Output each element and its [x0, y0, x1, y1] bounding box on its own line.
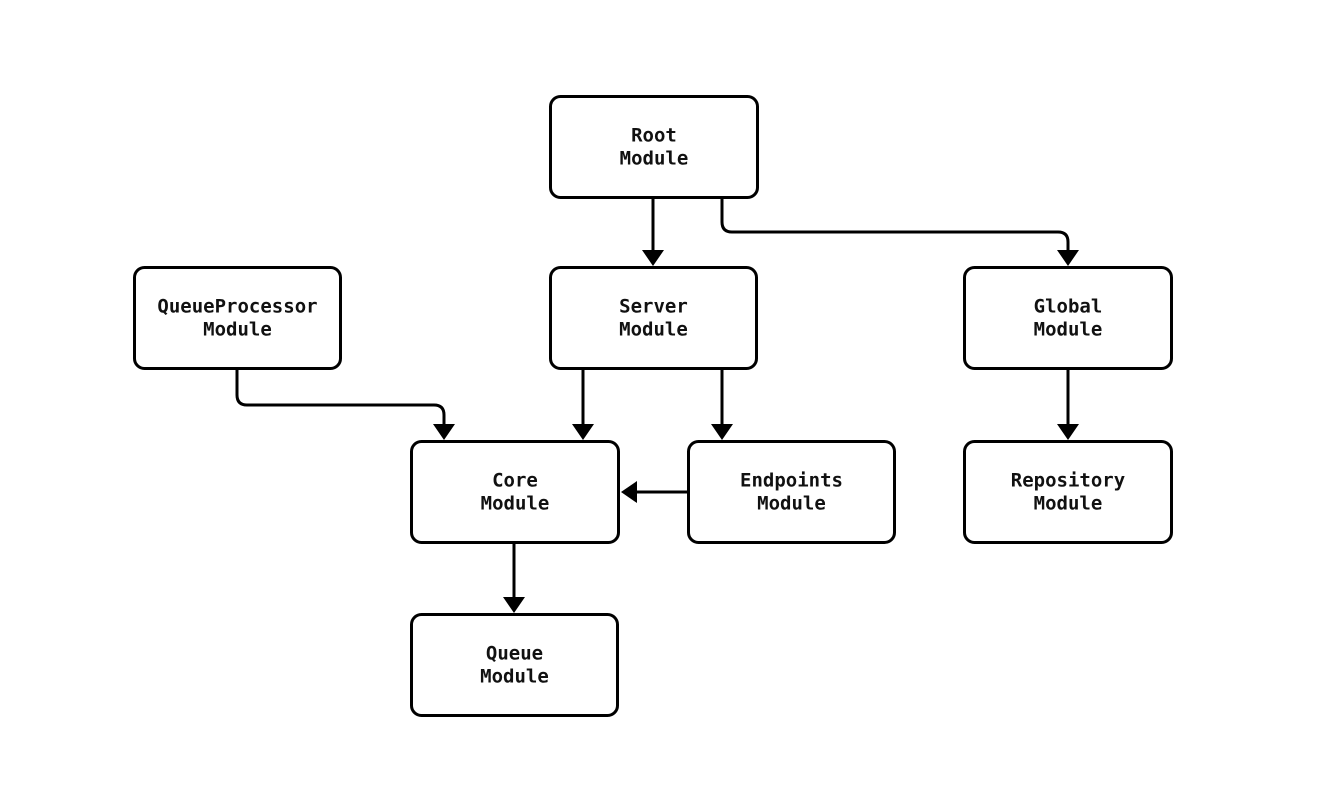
edge-core-queue: [503, 544, 525, 613]
edge-root-server: [642, 199, 664, 266]
node-label-line2-global: Module: [1034, 319, 1103, 341]
node-box-server[interactable]: [549, 266, 758, 370]
edge-server-core: [572, 370, 594, 440]
arrowhead-root-global: [1057, 250, 1079, 266]
node-label-line2-endpoints: Module: [757, 493, 826, 515]
node-box-root[interactable]: [549, 95, 759, 199]
arrowhead-server-endpoints: [711, 424, 733, 440]
node-label-line2-root: Module: [620, 148, 689, 170]
node-label-line1-root: Root: [631, 125, 677, 147]
node-box-repository[interactable]: [963, 440, 1173, 544]
edge-line-queueprocessor-core: [235, 370, 446, 424]
node-box-endpoints[interactable]: [687, 440, 896, 544]
node-box-core[interactable]: [410, 440, 620, 544]
node-label-line1-repository: Repository: [1011, 470, 1125, 492]
node-label-line1-global: Global: [1034, 296, 1103, 318]
node-label-line1-queueprocessor: QueueProcessor: [157, 296, 317, 318]
edge-root-global: [720, 199, 1079, 266]
node-label-line1-endpoints: Endpoints: [740, 470, 843, 492]
arrowhead-root-server: [642, 250, 664, 266]
arrowhead-server-core: [572, 424, 594, 440]
arrowhead-queueprocessor-core: [433, 424, 455, 440]
node-label-line2-queue: Module: [480, 666, 549, 688]
node-label-line2-server: Module: [619, 319, 688, 341]
node-label-line2-queueprocessor: Module: [203, 319, 272, 341]
edge-queueprocessor-core: [235, 370, 455, 440]
node-box-queueprocessor[interactable]: [133, 266, 342, 370]
node-label-line2-repository: Module: [1034, 493, 1103, 515]
node-label-line2-core: Module: [481, 493, 550, 515]
arrowhead-global-repository: [1057, 424, 1079, 440]
node-box-queue[interactable]: [410, 613, 619, 717]
arrowhead-endpoints-core: [621, 481, 637, 503]
node-label-line1-core: Core: [492, 470, 538, 492]
nodes-layer: RootModuleQueueProcessorModuleServerModu…: [133, 95, 1173, 717]
node-label-line1-server: Server: [619, 296, 688, 318]
node-box-global[interactable]: [963, 266, 1173, 370]
edge-endpoints-core: [621, 481, 687, 503]
edge-global-repository: [1057, 370, 1079, 440]
edges-layer: [235, 199, 1079, 613]
edge-server-endpoints: [711, 370, 733, 440]
edge-line-root-global: [720, 199, 1070, 250]
arrowhead-core-queue: [503, 597, 525, 613]
node-label-line1-queue: Queue: [486, 643, 543, 665]
